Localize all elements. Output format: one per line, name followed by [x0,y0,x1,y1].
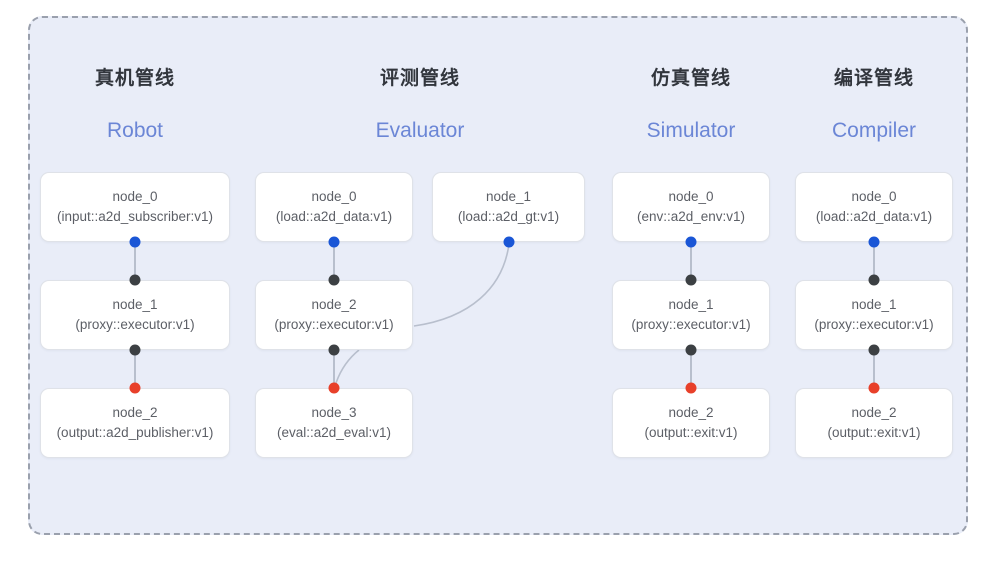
node-subtitle: (output::exit:v1) [644,425,738,440]
port-dot-red[interactable] [868,382,880,394]
node-subtitle: (load::a2d_gt:v1) [457,209,560,224]
node-subtitle: (proxy::executor:v1) [631,317,751,332]
node-box[interactable]: node_1(proxy::executor:v1) [40,280,230,350]
column-header-cn: 真机管线 [94,68,176,89]
port-dot-black[interactable] [328,344,340,356]
node-title: node_2 [311,297,357,313]
connector-line [333,350,335,388]
port-dot-black[interactable] [129,274,141,286]
connector-line [873,242,875,280]
node-subtitle: (output::a2d_publisher:v1) [56,425,214,440]
port-dot-red[interactable] [129,382,141,394]
node-subtitle: (proxy::executor:v1) [814,317,934,332]
node-title: node_1 [668,297,714,313]
port-dot-blue[interactable] [129,236,141,248]
port-dot-black[interactable] [685,344,697,356]
port-dot-red[interactable] [328,382,340,394]
node-subtitle: (eval::a2d_eval:v1) [276,425,392,440]
port-dot-red[interactable] [685,382,697,394]
node-title: node_1 [485,189,532,205]
column-header-cn: 仿真管线 [650,68,732,89]
column-header-en: Robot [106,119,164,142]
port-dot-black[interactable] [868,274,880,286]
node-title: node_0 [851,189,897,205]
node-subtitle: (load::a2d_data:v1) [275,209,393,224]
column-header-en: Evaluator [375,119,465,142]
node-box[interactable]: node_3(eval::a2d_eval:v1) [255,388,413,458]
node-title: node_3 [311,405,357,421]
connector-line [690,242,692,280]
node-title: node_0 [112,189,158,205]
column-header-cn: 编译管线 [833,68,914,89]
port-dot-black[interactable] [129,344,141,356]
node-box[interactable]: node_0(env::a2d_env:v1) [612,172,770,242]
node-subtitle: (env::a2d_env:v1) [636,209,746,224]
port-dot-blue[interactable] [328,236,340,248]
connector-line [873,350,875,388]
node-title: node_1 [851,297,897,313]
port-dot-blue[interactable] [685,236,697,248]
node-title: node_1 [112,297,158,313]
node-box[interactable]: node_0(load::a2d_data:v1) [255,172,413,242]
node-box[interactable]: node_2(proxy::executor:v1) [255,280,413,350]
column-header-en: Simulator [646,119,736,142]
node-title: node_0 [311,189,357,205]
node-box[interactable]: node_2(output::exit:v1) [612,388,770,458]
node-subtitle: (load::a2d_data:v1) [815,209,933,224]
connector-line [134,242,136,280]
column-header-cn: 评测管线 [379,68,460,89]
connector-line [690,350,692,388]
connector-line [134,350,136,388]
node-subtitle: (proxy::executor:v1) [274,317,394,332]
column-header-simulator: 仿真管线 Simulator [647,63,736,143]
node-box[interactable]: node_1(proxy::executor:v1) [795,280,953,350]
port-dot-blue[interactable] [503,236,515,248]
node-subtitle: (input::a2d_subscriber:v1) [56,209,214,224]
node-title: node_2 [851,405,897,421]
node-box[interactable]: node_2(output::exit:v1) [795,388,953,458]
node-subtitle: (output::exit:v1) [827,425,921,440]
node-box[interactable]: node_1(proxy::executor:v1) [612,280,770,350]
column-header-robot: 真机管线 Robot [95,63,175,143]
node-box[interactable]: node_0(load::a2d_data:v1) [795,172,953,242]
column-header-en: Compiler [831,119,917,142]
column-header-evaluator: 评测管线 Evaluator [376,63,465,143]
port-dot-black[interactable] [868,344,880,356]
node-title: node_2 [112,405,158,421]
node-box[interactable]: node_2(output::a2d_publisher:v1) [40,388,230,458]
column-header-compiler: 编译管线 Compiler [832,63,916,143]
node-box[interactable]: node_0(input::a2d_subscriber:v1) [40,172,230,242]
node-box[interactable]: node_1(load::a2d_gt:v1) [432,172,585,242]
port-dot-black[interactable] [685,274,697,286]
node-subtitle: (proxy::executor:v1) [75,317,195,332]
port-dot-blue[interactable] [868,236,880,248]
node-title: node_0 [668,189,714,205]
port-dot-black[interactable] [328,274,340,286]
node-title: node_2 [668,405,714,421]
connector-line [333,242,335,280]
